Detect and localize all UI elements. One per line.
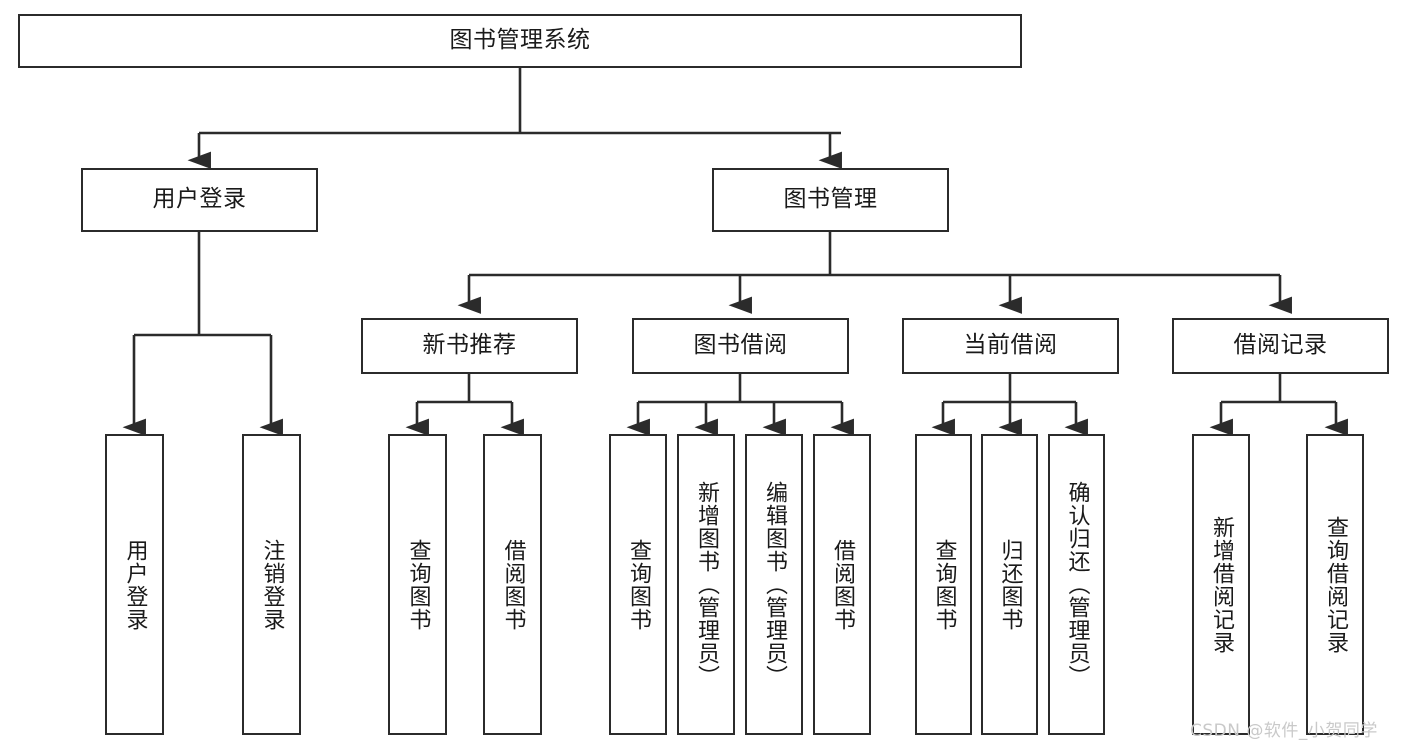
- leaf-recommend-borrow-book[interactable]: 借阅图书: [483, 434, 542, 735]
- leaf-current-query-book[interactable]: 查询图书: [915, 434, 972, 735]
- node-label: 当前借阅: [963, 332, 1058, 359]
- node-label: 归还图书: [997, 538, 1023, 631]
- node-new-book-recommend[interactable]: 新书推荐: [361, 318, 578, 374]
- leaf-borrow-borrow-book[interactable]: 借阅图书: [813, 434, 871, 735]
- leaf-borrow-add-book-admin[interactable]: 新增图书（管理员）: [677, 434, 735, 735]
- node-book-management[interactable]: 图书管理: [712, 168, 949, 232]
- leaf-current-return-book[interactable]: 归还图书: [981, 434, 1038, 735]
- node-current-borrow[interactable]: 当前借阅: [902, 318, 1119, 374]
- node-label: 新增图书（管理员）: [693, 481, 719, 688]
- node-label: 借阅图书: [829, 538, 855, 631]
- leaf-user-login[interactable]: 用户登录: [105, 434, 164, 735]
- node-user-login[interactable]: 用户登录: [81, 168, 318, 232]
- node-label: 新增借阅记录: [1208, 515, 1234, 654]
- leaf-current-confirm-return-admin[interactable]: 确认归还（管理员）: [1048, 434, 1105, 735]
- leaf-record-query-borrow-record[interactable]: 查询借阅记录: [1306, 434, 1364, 735]
- node-label: 查询图书: [625, 538, 651, 631]
- node-label: 查询借阅记录: [1322, 515, 1348, 654]
- node-label: 查询图书: [931, 538, 957, 631]
- node-label: 注销登录: [259, 538, 285, 631]
- node-label: 查询图书: [405, 538, 431, 631]
- node-label: 用户登录: [122, 538, 148, 631]
- leaf-borrow-edit-book-admin[interactable]: 编辑图书（管理员）: [745, 434, 803, 735]
- node-label: 借阅图书: [500, 538, 526, 631]
- node-label: 编辑图书（管理员）: [761, 481, 787, 688]
- leaf-user-logout[interactable]: 注销登录: [242, 434, 301, 735]
- node-borrow-record[interactable]: 借阅记录: [1172, 318, 1389, 374]
- node-label: 借阅记录: [1233, 332, 1328, 359]
- node-root-system[interactable]: 图书管理系统: [18, 14, 1022, 68]
- leaf-record-add-borrow-record[interactable]: 新增借阅记录: [1192, 434, 1250, 735]
- node-book-borrow[interactable]: 图书借阅: [632, 318, 849, 374]
- node-label: 图书管理系统: [449, 27, 591, 54]
- node-label: 新书推荐: [422, 332, 517, 359]
- node-label: 确认归还（管理员）: [1064, 481, 1090, 688]
- leaf-recommend-query-book[interactable]: 查询图书: [388, 434, 447, 735]
- node-label: 图书借阅: [693, 332, 788, 359]
- leaf-borrow-query-book[interactable]: 查询图书: [609, 434, 667, 735]
- node-label: 用户登录: [152, 186, 247, 213]
- node-label: 图书管理: [783, 186, 878, 213]
